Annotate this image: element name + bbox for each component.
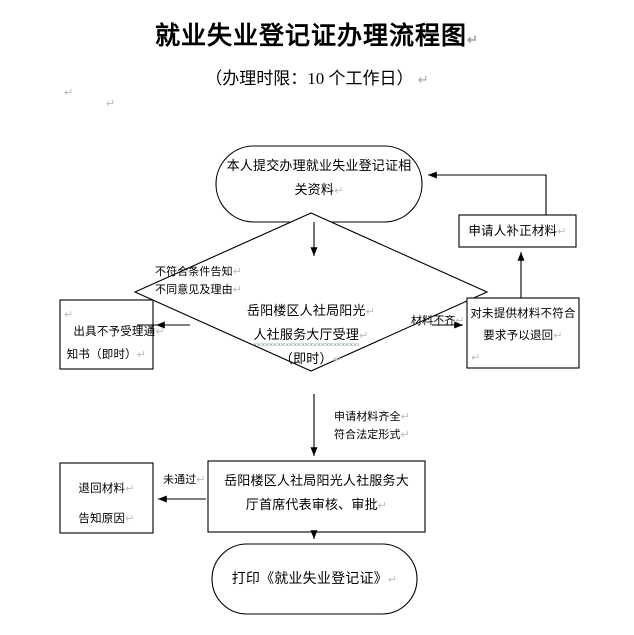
node-submit-line1: 本人提交办理就业失业登记证相 (226, 159, 412, 174)
node-return-materials-blank-line: ↵ (465, 347, 581, 364)
stray-pilcrow-icon-1: ↵ (64, 87, 74, 99)
edge-label-not-qualified-line1: 不符合条件告知 (155, 265, 233, 278)
node-return-reason-line2: 告知原因 (78, 511, 126, 525)
node-return-reason-shape (59, 462, 154, 534)
node-supplement-label: 申请人补正材料↵ (459, 219, 576, 244)
page-subtitle-text: （办理时限：10 个工作日） (205, 69, 414, 88)
node-submit-line2: 关资料 (294, 183, 335, 198)
node-review-approve-line2: 厅首席代表审核、审批 (245, 498, 378, 513)
node-print-cert-shape (211, 543, 418, 615)
node-accept-decision-pilcrow-icon-3: ↵ (332, 354, 343, 366)
edge-label-incomplete-line1: 材料不齐 (411, 314, 456, 327)
node-return-materials-line1: 对未提供材料不符合 (470, 306, 576, 320)
edge-label-not-passed-line1: 未通过 (163, 473, 197, 486)
node-submit-label: 本人提交办理就业失业登记证相 关资料↵ (216, 155, 422, 203)
node-print-cert-line1: 打印《就业失业登记证》 (231, 571, 388, 587)
node-return-reason-label: 退回材料↵ 告知原因↵ (58, 474, 155, 534)
node-supplement-line1: 申请人补正材料 (468, 223, 558, 238)
edge-label-not-qualified: 不符合条件告知↵ 不同意见及理由↵ (155, 263, 242, 299)
edge-label-complete-pilcrow-icon-1: ↵ (400, 411, 410, 423)
edge-label-not-passed-pilcrow-icon: ↵ (196, 474, 206, 486)
node-return-materials-line2: 要求予以退回 (483, 328, 554, 342)
edge-label-not-qualified-pilcrow-icon-2: ↵ (232, 284, 243, 296)
node-return-reason-pilcrow-icon-2: ↵ (125, 513, 135, 525)
node-print-cert-pilcrow-icon: ↵ (387, 574, 398, 586)
node-review-approve-label: 岳阳楼区人社局阳光人社服务大 厅首席代表审核、审批↵ (208, 470, 425, 518)
node-return-reason-line1: 退回材料 (78, 481, 126, 495)
subtitle-pilcrow-icon: ↵ (417, 72, 429, 87)
node-return-materials-pilcrow-icon-1: ↵ (553, 330, 563, 342)
edge-label-incomplete: 材料不齐↵ (411, 312, 465, 330)
node-reject-notice-blank-line: ↵ (58, 304, 155, 321)
edge-label-complete-line1: 申请材料齐全 (334, 410, 401, 423)
node-review-approve-pilcrow-icon: ↵ (377, 500, 388, 512)
node-return-reason-pilcrow-icon-1: ↵ (125, 483, 135, 495)
node-reject-notice-pilcrow-icon-2: ↵ (136, 349, 147, 361)
node-reject-notice-line2: 知书（即时） (66, 347, 137, 361)
node-submit-pilcrow-icon: ↵ (334, 185, 344, 197)
edge-label-complete-pilcrow-icon-2: ↵ (400, 429, 410, 441)
node-return-materials-pilcrow-icon-2: ↵ (471, 352, 481, 364)
node-accept-decision-line3: （即时） (279, 352, 333, 367)
node-review-approve-line1: 岳阳楼区人社局阳光人社服务大 (224, 474, 409, 489)
edge-label-not-passed: 未通过↵ (163, 471, 206, 489)
node-accept-decision-line1: 岳阳楼区人社局阳光 (246, 304, 366, 319)
node-accept-decision-pilcrow-icon-1: ↵ (365, 306, 376, 318)
title-pilcrow-icon: ↵ (467, 32, 479, 47)
stray-pilcrow-icon-2: ↵ (106, 98, 116, 110)
page-subtitle: （办理时限：10 个工作日） ↵ (0, 64, 634, 89)
node-reject-notice-label: ↵ 出具不予受理通↵ 知书（即时）↵ (58, 304, 165, 366)
node-accept-decision-line2: 人社服务大厅受理 (253, 328, 360, 346)
node-return-materials-label: 对未提供材料不符合 要求予以退回↵ ↵ (465, 302, 581, 369)
node-return-materials-shape (466, 297, 580, 369)
page-title: 就业失业登记证办理流程图↵ (0, 16, 634, 52)
edge-label-not-qualified-line2: 不同意见及理由 (155, 283, 233, 296)
edge-label-not-qualified-pilcrow-icon-1: ↵ (232, 266, 243, 278)
edge-label-complete-line2: 符合法定形式 (334, 428, 401, 441)
node-accept-decision-label: 岳阳楼区人社局阳光↵ 人社服务大厅受理↵ （即时）↵ (201, 300, 421, 372)
node-supplement-shape (458, 214, 577, 248)
node-reject-notice-shape (59, 299, 154, 370)
node-reject-notice-line1: 出具不予受理通 (73, 324, 156, 338)
edge-supplement-to-submit (428, 171, 547, 215)
edge-label-complete: 申请材料齐全↵ 符合法定形式↵ (334, 408, 410, 444)
node-supplement-pilcrow-icon: ↵ (557, 226, 567, 238)
node-reject-notice-pilcrow-icon-1: ↵ (155, 326, 165, 338)
node-accept-decision-pilcrow-icon-2: ↵ (359, 330, 369, 342)
edge-label-incomplete-pilcrow-icon: ↵ (455, 315, 465, 327)
node-print-cert-label: 打印《就业失业登记证》↵ (212, 567, 417, 592)
node-accept-decision-shape (133, 212, 489, 372)
node-reject-notice-pilcrow-icon-0: ↵ (64, 309, 74, 321)
page-title-text: 就业失业登记证办理流程图 (155, 21, 468, 50)
